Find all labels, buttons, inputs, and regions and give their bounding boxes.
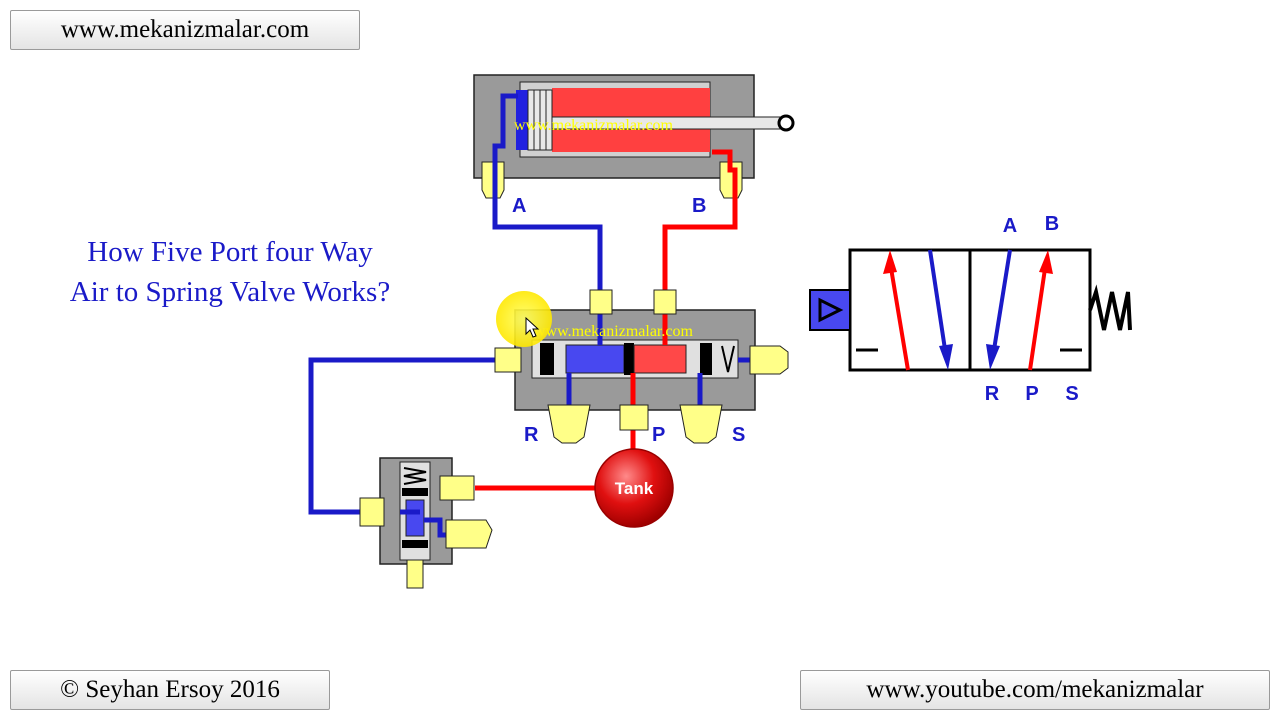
pilot-port-in-fitting <box>439 475 475 501</box>
valve-port-r-muffler <box>547 404 591 444</box>
page-title-line-1: How Five Port four Way <box>87 236 373 268</box>
spool-pressure-section <box>633 344 687 374</box>
symbol-port-p-label: P <box>1025 383 1038 405</box>
symbol-arrow-p-to-a-icon <box>883 250 897 274</box>
iso-valve-symbol: A B R P S <box>809 213 1132 405</box>
tank-label: Tank <box>615 479 654 498</box>
page-title-line-2: Air to Spring Valve Works? <box>69 276 391 308</box>
symbol-arrow-b-to-s-icon <box>939 344 953 370</box>
air-cylinder: www.mekanizmalar.com A B <box>473 74 795 217</box>
copyright-text: © Seyhan Ersoy 2016 <box>60 676 280 703</box>
valve-spring <box>721 345 735 373</box>
spool-seal-mid <box>624 343 634 375</box>
page-title: How Five Port four Way Air to Spring Val… <box>20 232 440 312</box>
valve-watermark: www.mekanizmalar.com <box>534 323 693 340</box>
symbol-port-s-label: S <box>1065 383 1078 405</box>
line-cylinder-a-to-valve <box>492 93 603 300</box>
valve-port-b-fitting <box>653 289 677 315</box>
cylinder-exhaust-chamber <box>516 90 530 150</box>
cursor-arrow-icon <box>525 316 540 338</box>
youtube-link-text[interactable]: www.youtube.com/mekanizmalar <box>866 676 1204 703</box>
valve-port-s-muffler <box>679 404 723 444</box>
symbol-port-b-label: B <box>1045 213 1059 235</box>
youtube-link-box[interactable]: www.youtube.com/mekanizmalar <box>800 670 1270 710</box>
pilot-push-button <box>406 559 424 589</box>
symbol-port-a-label: A <box>1003 215 1017 237</box>
line-valve-to-cylinder-b <box>662 149 738 300</box>
valve-port-s-label: S <box>732 424 745 446</box>
pilot-port-out-fitting <box>359 497 385 527</box>
pilot-seal-bottom <box>402 540 428 548</box>
cylinder-watermark: www.mekanizmalar.com <box>514 117 673 134</box>
exhaust-lines <box>308 93 603 515</box>
copyright-box: © Seyhan Ersoy 2016 <box>10 670 330 710</box>
pilot-valve-spring <box>403 467 427 485</box>
spool-exhaust-section <box>565 344 625 374</box>
pilot-valve <box>359 457 493 589</box>
cylinder-port-a-label: A <box>512 195 526 217</box>
five-port-valve: www.mekanizmalar.com R P S <box>494 289 789 446</box>
valve-spring-side-plug <box>749 345 789 375</box>
valve-port-p-label: P <box>652 424 665 446</box>
cylinder-port-b-label: B <box>692 195 706 217</box>
symbol-arrow-a-to-r-icon <box>986 344 1000 370</box>
rod-eye <box>777 114 795 132</box>
pilot-spool <box>405 499 425 537</box>
valve-port-p-fitting <box>619 404 649 431</box>
valve-pilot-fitting <box>494 347 522 373</box>
symbol-spring-icon <box>1088 284 1132 331</box>
spool-seal-right <box>700 343 712 375</box>
symbol-pilot-triangle-icon <box>818 297 844 323</box>
air-tank: Tank <box>594 448 674 528</box>
valve-port-a-fitting <box>589 289 613 315</box>
symbol-port-r-label: R <box>985 383 1000 405</box>
website-link-box[interactable]: www.mekanizmalar.com <box>10 10 360 50</box>
spool-seal-left <box>540 343 554 375</box>
website-link-text[interactable]: www.mekanizmalar.com <box>60 16 310 43</box>
valve-port-r-label: R <box>524 424 539 446</box>
tank-circle <box>594 448 674 528</box>
mouse-cursor-highlight <box>496 291 552 347</box>
pilot-exhaust-muffler <box>445 519 493 549</box>
pilot-seal-top <box>402 488 428 496</box>
line-pilot-signal <box>308 357 517 515</box>
symbol-arrow-p-to-b-icon <box>1039 250 1053 274</box>
